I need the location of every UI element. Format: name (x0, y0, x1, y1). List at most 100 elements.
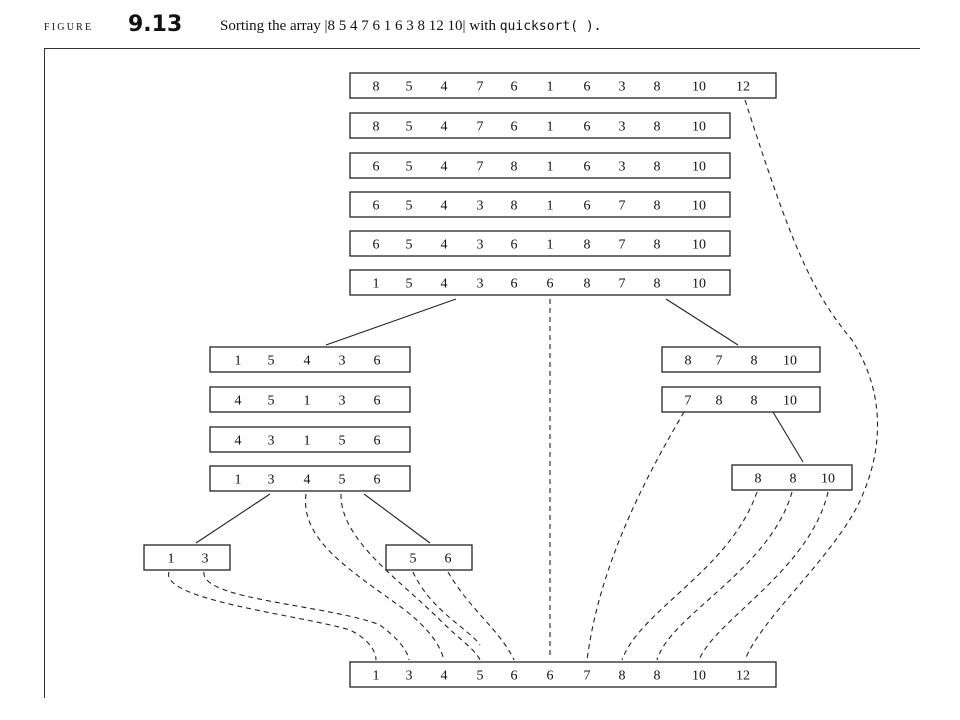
array-box (209, 346, 411, 373)
frame-top-rule (44, 48, 920, 49)
array-box (349, 191, 731, 218)
array-cell: 7 (619, 238, 626, 253)
array-cell: 5 (477, 669, 484, 684)
placement-line-16 (447, 571, 515, 661)
array-cell: 5 (406, 199, 413, 214)
array-cell: 3 (406, 669, 413, 684)
array-box (349, 661, 777, 688)
array-cell: 6 (445, 552, 452, 567)
array-cell: 3 (477, 199, 484, 214)
figure-label: FIGURE (44, 22, 94, 33)
array-cell: 6 (511, 120, 518, 135)
array-cell: 12 (736, 669, 750, 684)
array-cell: 6 (547, 669, 554, 684)
array-cell: 6 (374, 354, 381, 369)
array-cell: 10 (692, 80, 706, 95)
array-cell: 10 (692, 199, 706, 214)
array-cell: 3 (268, 434, 275, 449)
array-cell: 8 (511, 199, 518, 214)
array-cell: 10 (783, 394, 797, 409)
array-cell: 3 (202, 552, 209, 567)
array-cell: 4 (304, 354, 311, 369)
array-cell: 7 (716, 354, 723, 369)
array-cell: 5 (406, 120, 413, 135)
array-cell: 3 (619, 80, 626, 95)
array-cell: 6 (373, 238, 380, 253)
placement-line-8 (621, 491, 758, 661)
array-cell: 8 (685, 354, 692, 369)
placement-line-14 (203, 571, 410, 661)
array-cell: 4 (441, 238, 448, 253)
placement-line-11 (305, 493, 445, 661)
array-cell: 6 (511, 80, 518, 95)
array-cell: 12 (736, 80, 750, 95)
array-cell: 3 (477, 277, 484, 292)
array-cell: 5 (406, 160, 413, 175)
array-cell: 8 (654, 669, 661, 684)
array-box (143, 544, 231, 571)
array-cell: 8 (751, 354, 758, 369)
array-cell: 6 (373, 199, 380, 214)
array-cell: 4 (441, 199, 448, 214)
array-cell: 3 (619, 120, 626, 135)
placement-line-7 (586, 411, 685, 661)
array-cell: 8 (654, 199, 661, 214)
array-cell: 1 (235, 473, 242, 488)
figure-number: 9.13 (128, 12, 183, 37)
array-cell: 10 (692, 238, 706, 253)
array-box (349, 269, 731, 296)
array-cell: 8 (654, 120, 661, 135)
array-cell: 8 (511, 160, 518, 175)
array-cell: 1 (373, 277, 380, 292)
array-cell: 4 (441, 80, 448, 95)
array-cell: 3 (477, 238, 484, 253)
array-cell: 6 (511, 238, 518, 253)
array-cell: 4 (441, 277, 448, 292)
array-cell: 4 (235, 434, 242, 449)
array-cell: 8 (619, 669, 626, 684)
array-box (349, 230, 731, 257)
array-cell: 6 (374, 394, 381, 409)
array-cell: 10 (692, 669, 706, 684)
array-cell: 5 (339, 434, 346, 449)
array-cell: 10 (821, 472, 835, 487)
array-cell: 4 (441, 120, 448, 135)
array-box (209, 465, 411, 492)
array-cell: 8 (755, 472, 762, 487)
array-box (209, 386, 411, 413)
array-box (349, 72, 777, 99)
caption-prefix: Sorting the array |8 5 4 7 6 1 6 3 8 12 … (220, 18, 496, 34)
array-cell: 4 (235, 394, 242, 409)
array-cell: 7 (619, 199, 626, 214)
array-cell: 10 (692, 160, 706, 175)
array-cell: 1 (235, 354, 242, 369)
array-cell: 6 (584, 199, 591, 214)
array-rows: 8 5 4 7 6 1 6 3 8 10 12 8 5 4 7 6 1 6 3 8 10 6 5 4 7 8 1 6 3 8 10 6 5 4 3 8… (143, 72, 853, 688)
array-cell: 6 (584, 80, 591, 95)
placement-line-13 (168, 571, 377, 661)
array-cell: 7 (477, 160, 484, 175)
array-cell: 7 (477, 120, 484, 135)
array-cell: 6 (547, 277, 554, 292)
array-cell: 5 (339, 473, 346, 488)
array-cell: 8 (654, 238, 661, 253)
array-cell: 4 (304, 473, 311, 488)
array-cell: 5 (268, 354, 275, 369)
array-cell: 8 (654, 160, 661, 175)
frame-left-rule (44, 48, 45, 698)
connectors (168, 99, 879, 661)
array-cell: 1 (373, 669, 380, 684)
